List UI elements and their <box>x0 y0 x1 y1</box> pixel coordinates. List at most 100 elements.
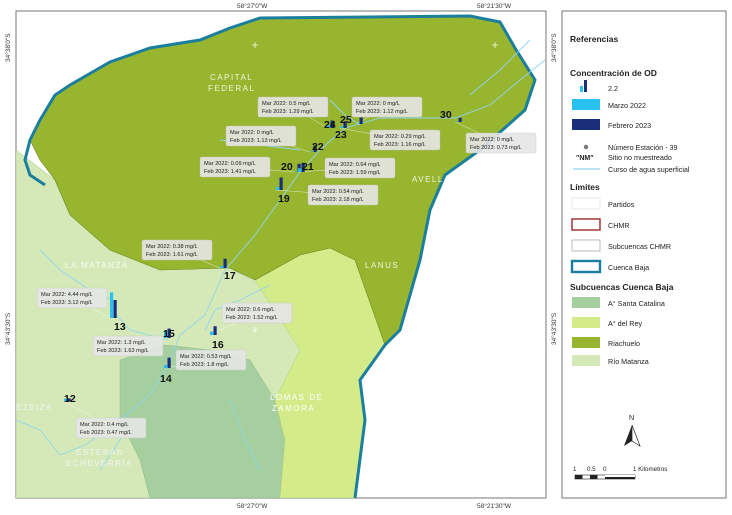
station-number: 24 <box>324 119 336 131</box>
coord-bottom-2: 58°21'30"W <box>477 502 512 510</box>
legend-limits-title: Límites <box>570 182 600 192</box>
cuenca-baja-boundary-left <box>23 119 46 187</box>
od-bar-mar <box>164 330 168 338</box>
od-bar-mar <box>294 171 298 172</box>
legend-matanza-label: Río Matanza <box>608 357 649 366</box>
place-lomas-1: LOMAS DE <box>270 393 323 402</box>
station-number: 15 <box>163 328 175 340</box>
od-bar-feb <box>279 177 283 190</box>
legend-subcuencas-title: Subcuencas Cuenca Baja <box>570 282 674 292</box>
od-bar-feb <box>213 326 217 335</box>
station-label-line: Feb 2023: 1.8 mg/L <box>180 362 229 368</box>
station-label-line: Mar 2022: 0 mg/L <box>230 130 274 136</box>
place-esteban-1: ESTEBAN <box>76 448 124 457</box>
station-label-box <box>36 287 108 309</box>
north-label: N <box>629 413 634 422</box>
station-label-line: Feb 2023: 1.63 mg/L <box>97 348 149 354</box>
station-label-line: Feb 2023: 0.47 mg/L <box>80 430 132 436</box>
station-number: 21 <box>302 161 314 173</box>
station-label-line: Mar 2022: 0.64 mg/L <box>329 162 381 168</box>
station-label-box <box>307 184 379 206</box>
legend-nm-symbol: "NM" <box>576 155 594 162</box>
legend-cuenca-baja-label: Cuenca Baja <box>608 263 649 272</box>
station-label-line: Feb 2023: 1.52 mg/L <box>226 315 278 321</box>
legend-mar-swatch <box>572 99 600 110</box>
station-label-box <box>324 157 396 179</box>
station-label-line: Feb 2023: 1.61 mg/L <box>146 252 198 258</box>
legend: Referencias Concentración de OD 2.2 Marz… <box>561 10 727 499</box>
od-bar-feb <box>330 120 334 128</box>
station-label-line: Mar 2022: 0.54 mg/L <box>312 189 364 195</box>
station-number: 13 <box>114 321 126 333</box>
station-number: 20 <box>281 161 293 173</box>
scale-tick-4: 1 Kilometros <box>633 466 667 473</box>
od-bar-mar <box>327 125 331 128</box>
legend-station-dot <box>583 144 589 150</box>
od-bar-feb <box>301 162 305 172</box>
scale-tick-1: 1 <box>573 466 577 473</box>
scale-tick-2: 0.5 <box>587 466 596 473</box>
station-number: 16 <box>212 339 224 351</box>
station-label-line: Mar 2022: 0 mg/L <box>356 101 400 107</box>
station-24: Mar 2022: 0.5 mg/L Feb 2023: 1.29 mg/L 24 <box>257 96 336 131</box>
station-number: 14 <box>160 373 172 385</box>
legend-subchmr-swatch <box>571 239 601 252</box>
legend-riachuelo-label: Riachuelo <box>608 339 640 348</box>
cuenca-baja-boundary <box>38 14 537 498</box>
od-bar-mar <box>455 121 459 122</box>
legend-chmr-label: CHMR <box>608 221 630 230</box>
coord-top-2: 58°21'30"W <box>477 2 512 10</box>
legend-od-title: Concentración de OD <box>570 68 657 78</box>
legend-matanza-swatch <box>572 355 600 366</box>
scale-tick-3: 0 <box>603 466 607 473</box>
station-label-line: Mar 2022: 0.4 mg/L <box>80 422 129 428</box>
station-label-line: Feb 2023: 1.29 mg/L <box>262 109 314 115</box>
place-ezeiza: EZEIZA <box>16 403 53 412</box>
station-16: Mar 2022: 0.6 mg/L Feb 2023: 1.52 mg/L 16 <box>209 302 293 351</box>
station-13: Mar 2022: 4.44 mg/L Feb 2023: 3.12 mg/L 13 <box>36 287 126 333</box>
scale-bar <box>574 474 636 480</box>
station-label-line: Feb 2023: 2.18 mg/L <box>312 197 364 203</box>
od-bar-feb <box>223 258 227 268</box>
place-capital-2: FEDERAL <box>208 84 255 93</box>
station-label-box <box>221 302 293 324</box>
od-bar-feb <box>113 299 117 318</box>
station-label-box <box>465 132 537 154</box>
od-bar-mar <box>220 265 224 268</box>
legend-station-line2: Sitio no muestreado <box>608 153 672 162</box>
od-bar-feb <box>458 117 462 122</box>
station-label-box <box>75 417 147 439</box>
place-lomas-2: ZAMORA <box>272 404 315 413</box>
north-arrow-icon <box>624 424 641 447</box>
station-label-line: Mar 2022: 4.44 mg/L <box>41 292 93 298</box>
station-label-line: Feb 2023: 1.12 mg/L <box>356 109 408 115</box>
od-bar-mar <box>276 186 280 190</box>
station-label-line: Mar 2022: 0.5 mg/L <box>262 101 311 107</box>
od-bar-mar <box>298 168 302 172</box>
legend-station-line1: Número Estación - 39 <box>608 143 678 152</box>
station-label-line: Mar 2022: 0 mg/L <box>470 137 514 143</box>
od-bar-mar <box>356 123 360 124</box>
place-esteban-2: ECHEVERRÍA <box>66 459 133 468</box>
grid-crosses <box>252 42 498 333</box>
station-label-line: Mar 2022: 0.6 mg/L <box>226 307 275 313</box>
legend-del-rey-label: A° del Rey <box>608 319 642 328</box>
legend-water-label: Curso de agua superficial <box>608 165 690 174</box>
legend-chmr-swatch <box>571 218 601 231</box>
station-number: 25 <box>340 114 352 126</box>
map-area: CAPITAL FEDERAL AVELLANEDA LANUS LA MATA… <box>16 14 546 498</box>
station-label-line: Feb 2023: 3.12 mg/L <box>41 300 93 306</box>
place-avellaneda: AVELLANEDA <box>412 175 479 184</box>
coord-left-1: 34°38'0"S <box>4 33 12 62</box>
station-label-line: Feb 2023: 0.73 mg/L <box>470 145 522 151</box>
coord-top-1: 58°27'0"W <box>237 2 268 10</box>
legend-mar-label: Marzo 2022 <box>608 101 646 110</box>
station-number: 17 <box>224 270 236 282</box>
